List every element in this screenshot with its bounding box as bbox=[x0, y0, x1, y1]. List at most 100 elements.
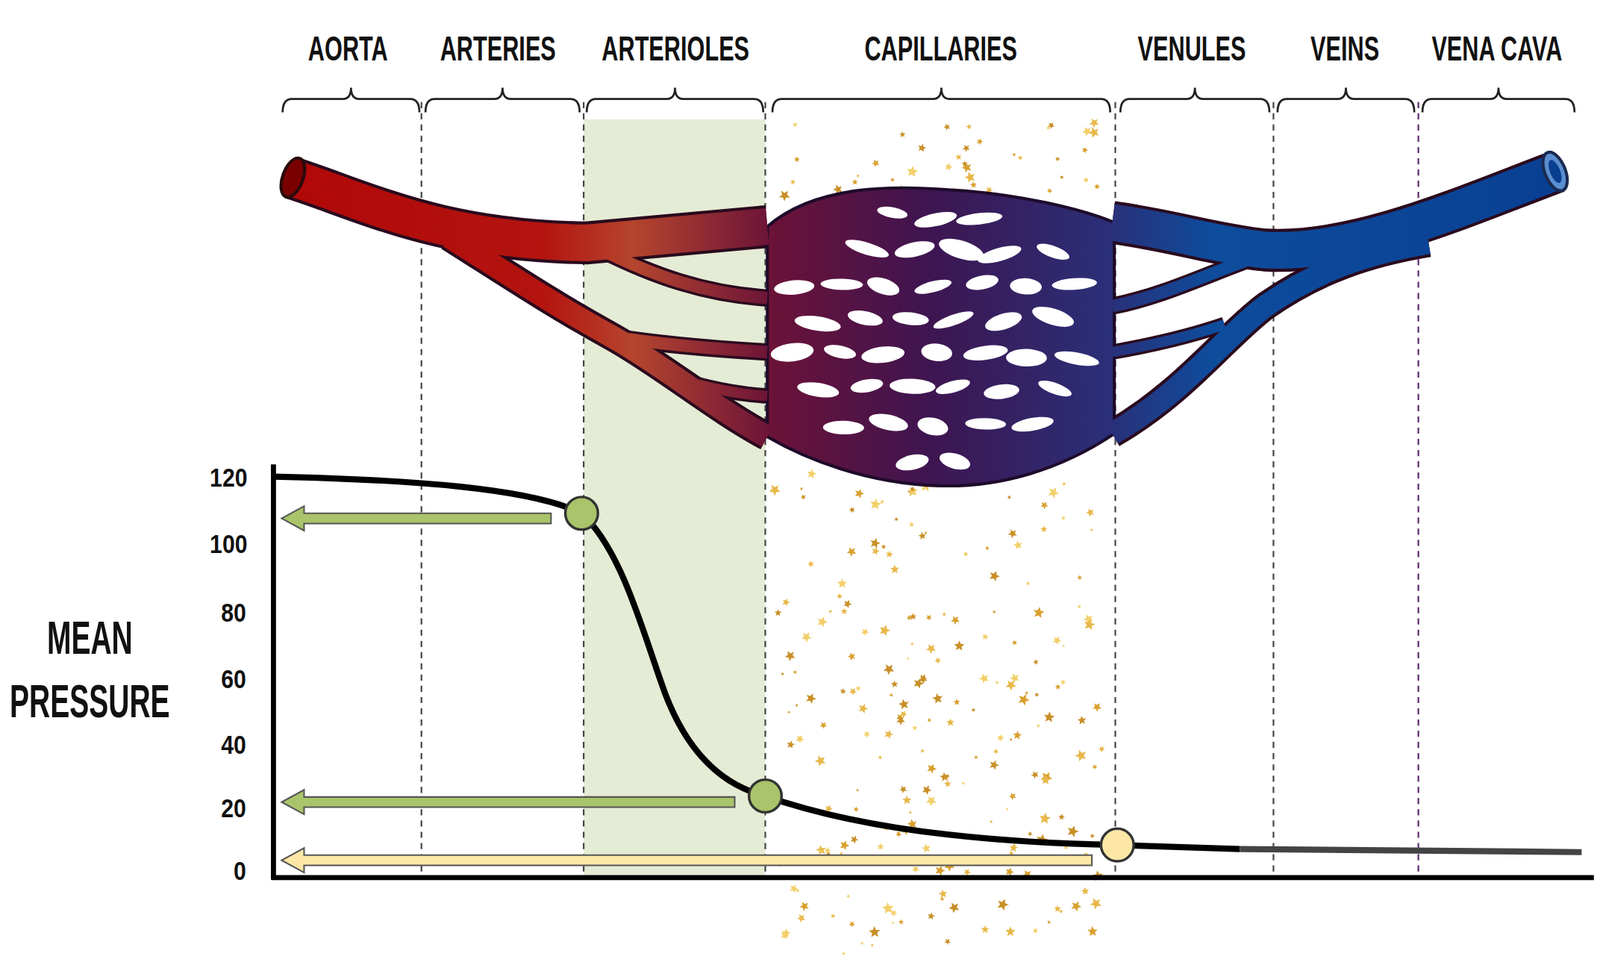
star bbox=[849, 688, 857, 696]
star bbox=[917, 143, 927, 152]
star bbox=[973, 755, 979, 759]
capillary-gap bbox=[937, 449, 972, 473]
aorta-opening bbox=[276, 155, 309, 201]
capillary-gap bbox=[955, 210, 1003, 227]
star bbox=[817, 616, 829, 627]
star bbox=[797, 914, 806, 923]
star bbox=[801, 632, 812, 643]
star bbox=[1044, 711, 1056, 722]
star bbox=[1067, 825, 1080, 838]
star bbox=[896, 716, 906, 725]
star bbox=[1008, 738, 1012, 742]
star bbox=[898, 699, 909, 710]
star bbox=[819, 849, 824, 854]
capillary-gap bbox=[860, 344, 906, 365]
star bbox=[1055, 683, 1062, 690]
star bbox=[926, 717, 932, 723]
star bbox=[898, 918, 904, 924]
star bbox=[883, 664, 895, 675]
pressure-graph bbox=[271, 464, 1595, 880]
axis-title: MEAN PRESSURE bbox=[9, 605, 171, 733]
star bbox=[989, 760, 1000, 771]
capillary-gap bbox=[849, 376, 884, 395]
star bbox=[1032, 927, 1039, 934]
pressure-point bbox=[1100, 828, 1134, 862]
star bbox=[890, 909, 898, 917]
star bbox=[1008, 529, 1018, 539]
section-brace bbox=[425, 88, 580, 113]
star bbox=[1082, 147, 1089, 154]
star bbox=[944, 938, 951, 945]
pressure-curve-venous bbox=[1239, 849, 1582, 853]
star bbox=[1055, 156, 1060, 162]
star bbox=[787, 740, 796, 749]
star bbox=[976, 138, 983, 146]
star bbox=[828, 609, 833, 614]
axis-tick-label-text: 80 bbox=[220, 599, 247, 627]
vena-cava-lumen bbox=[1545, 158, 1565, 186]
star bbox=[914, 678, 924, 689]
star bbox=[848, 920, 855, 927]
star bbox=[1024, 691, 1029, 695]
star bbox=[945, 773, 950, 779]
star bbox=[1058, 813, 1065, 820]
star bbox=[1092, 702, 1102, 712]
star bbox=[889, 693, 894, 698]
capillary-gap bbox=[793, 312, 842, 334]
star bbox=[879, 624, 891, 636]
star bbox=[907, 486, 918, 497]
star bbox=[961, 781, 965, 786]
capillary-gap bbox=[891, 310, 930, 327]
star bbox=[992, 609, 997, 614]
star bbox=[1071, 901, 1083, 912]
star bbox=[950, 616, 960, 626]
pressure-point bbox=[749, 779, 783, 813]
capillary-gap bbox=[864, 273, 902, 300]
capillary-gap bbox=[920, 341, 953, 363]
star bbox=[847, 652, 856, 661]
capillary-mesh bbox=[767, 188, 1115, 486]
star bbox=[1089, 528, 1093, 532]
star bbox=[906, 165, 918, 177]
star bbox=[779, 191, 791, 202]
axis-tick-label: 20 bbox=[220, 794, 247, 822]
capillary-gap bbox=[889, 377, 936, 395]
star bbox=[1005, 807, 1009, 811]
star bbox=[780, 930, 789, 940]
star bbox=[1036, 723, 1042, 728]
section-label: AORTA bbox=[308, 30, 389, 65]
capillary-gap bbox=[913, 276, 953, 298]
star bbox=[1005, 867, 1015, 877]
star bbox=[899, 785, 907, 794]
star bbox=[927, 911, 936, 920]
star bbox=[1094, 183, 1100, 190]
capillary-gap bbox=[982, 308, 1024, 335]
capillary-gap bbox=[1053, 348, 1101, 369]
star bbox=[785, 650, 796, 662]
section-brace bbox=[586, 88, 764, 113]
section-brace bbox=[1120, 88, 1270, 113]
star bbox=[853, 805, 859, 812]
capillary-gap bbox=[876, 204, 909, 221]
capillary-gap bbox=[1051, 276, 1098, 292]
star bbox=[891, 680, 898, 688]
star bbox=[800, 494, 806, 500]
star bbox=[946, 717, 955, 726]
star bbox=[965, 123, 972, 130]
star bbox=[792, 670, 798, 675]
axis-tick-label-text: 60 bbox=[220, 665, 247, 693]
capillary-gap bbox=[846, 307, 884, 329]
star bbox=[943, 123, 950, 131]
star bbox=[855, 685, 861, 691]
capillary-gap bbox=[964, 417, 1006, 431]
star bbox=[940, 897, 945, 902]
star bbox=[806, 468, 817, 479]
star bbox=[799, 901, 809, 912]
star bbox=[941, 611, 946, 616]
star bbox=[876, 843, 884, 850]
section-brace bbox=[772, 88, 1111, 113]
capillary-gap bbox=[769, 341, 815, 365]
star bbox=[868, 926, 880, 938]
star bbox=[1059, 175, 1064, 180]
star bbox=[908, 521, 915, 528]
